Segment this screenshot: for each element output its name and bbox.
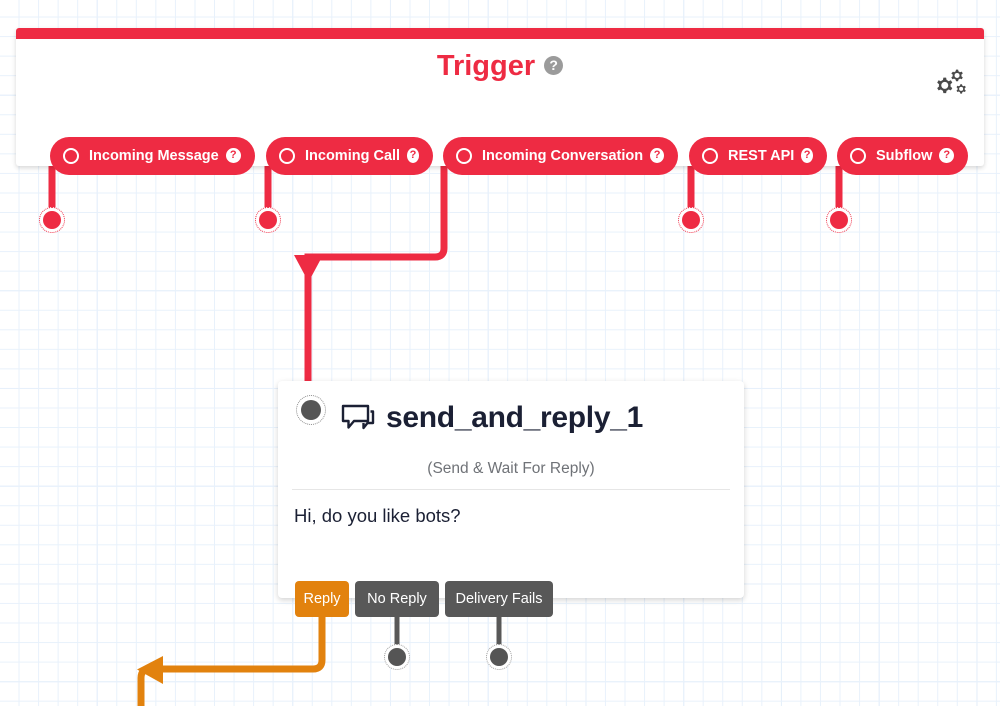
output-port-reply[interactable]: Reply: [295, 581, 349, 617]
help-circle-icon[interactable]: ?: [544, 56, 564, 75]
node-subtitle: (Send & Wait For Reply): [427, 460, 595, 477]
page-title: Trigger: [436, 50, 536, 82]
help-circle-icon[interactable]: ?: [225, 147, 241, 163]
endpoint-no-reply[interactable]: [384, 644, 410, 670]
circle-port-icon[interactable]: [702, 148, 718, 164]
trigger-pill-incoming-call[interactable]: Incoming Call ?: [266, 137, 433, 175]
circle-port-icon[interactable]: [296, 395, 326, 425]
trigger-pill-rest-api[interactable]: REST API ?: [689, 137, 827, 175]
divider: [292, 489, 730, 490]
trigger-pill-list: Incoming Message ? Incoming Call ? Incom…: [16, 137, 984, 175]
circle-port-icon[interactable]: [456, 148, 472, 164]
trigger-pill-label: Incoming Call: [305, 148, 401, 164]
trigger-pill-label: REST API: [728, 148, 795, 164]
endpoint-delivery-fails[interactable]: [486, 644, 512, 670]
endpoint-subflow[interactable]: [826, 207, 852, 233]
circle-port-icon[interactable]: [63, 148, 79, 164]
output-port-label: Delivery Fails: [455, 591, 543, 607]
gears-icon[interactable]: [930, 68, 968, 102]
chat-bubble-icon: [340, 403, 376, 433]
trigger-panel: Trigger? Incoming Message ? Incoming Cal…: [16, 28, 984, 175]
node-title: send_and_reply_1: [386, 401, 643, 434]
output-port-label: Reply: [303, 591, 341, 607]
trigger-pill-label: Incoming Conversation: [482, 148, 644, 164]
output-port-label: No Reply: [367, 591, 427, 607]
trigger-pill-label: Subflow: [876, 148, 933, 164]
help-circle-icon[interactable]: ?: [801, 147, 813, 163]
output-port-no-reply[interactable]: No Reply: [355, 581, 439, 617]
endpoint-incoming-call[interactable]: [255, 207, 281, 233]
circle-port-icon[interactable]: [850, 148, 866, 164]
help-circle-icon[interactable]: ?: [650, 147, 664, 163]
node-header: send_and_reply_1: [278, 392, 744, 444]
help-circle-icon[interactable]: ?: [407, 147, 419, 163]
circle-port-icon[interactable]: [279, 148, 295, 164]
node-message-text: Hi, do you like bots?: [294, 505, 461, 526]
endpoint-incoming-message[interactable]: [39, 207, 65, 233]
flow-node-send-and-reply[interactable]: send_and_reply_1 (Send & Wait For Reply)…: [278, 381, 744, 598]
trigger-panel-accent-bar: [16, 28, 984, 39]
trigger-pill-incoming-conversation[interactable]: Incoming Conversation ?: [443, 137, 678, 175]
endpoint-rest-api[interactable]: [678, 207, 704, 233]
trigger-pill-incoming-message[interactable]: Incoming Message ?: [50, 137, 255, 175]
trigger-pill-subflow[interactable]: Subflow ?: [837, 137, 968, 175]
help-circle-icon[interactable]: ?: [939, 147, 954, 163]
output-port-delivery-fails[interactable]: Delivery Fails: [445, 581, 553, 617]
trigger-pill-label: Incoming Message: [89, 148, 219, 164]
trigger-title-row: Trigger?: [16, 50, 984, 83]
